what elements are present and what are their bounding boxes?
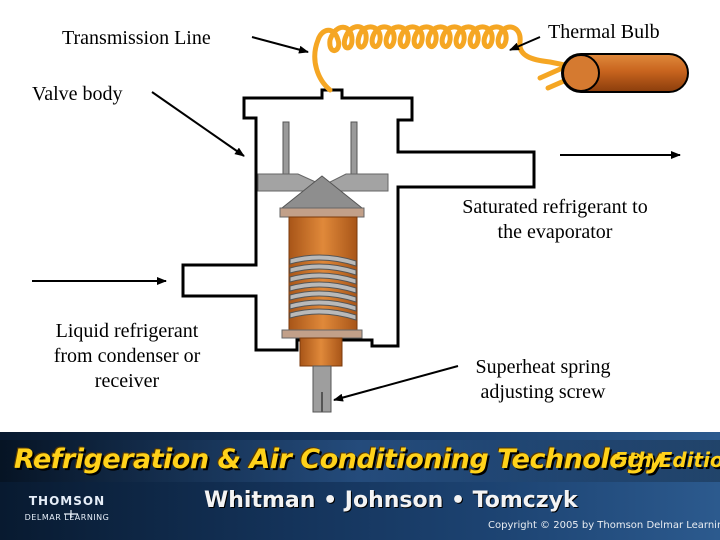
publisher-logo: THOMSON DELMAR LEARNING	[12, 494, 122, 522]
transmission-line-tube	[312, 24, 581, 93]
expansion-valve-diagram	[32, 24, 689, 413]
publisher-name: THOMSON	[28, 494, 106, 508]
label-transmission-line: Transmission Line	[62, 27, 211, 49]
label-liquid-line1: Liquid refrigerant	[55, 320, 199, 342]
label-superheat-screw: Superheat spring adjusting screw	[458, 355, 628, 405]
arrow-transmission-line	[251, 36, 309, 54]
label-liquid-refrigerant: Liquid refrigerant from condenser or rec…	[34, 319, 220, 394]
arrow-thermal-bulb	[509, 36, 541, 51]
spring-plate-top	[279, 207, 365, 218]
label-liquid-line3: receiver	[94, 370, 160, 392]
banner-authors: Whitman • Johnson • Tomczyk	[204, 488, 578, 513]
banner-title: Refrigeration & Air Conditioning Technol…	[14, 444, 664, 475]
spring-coils	[289, 254, 357, 321]
spring-plate-bottom	[281, 329, 363, 339]
arrow-superheat-screw	[333, 365, 459, 402]
banner-title-strip	[0, 440, 720, 482]
valve-body-outline	[181, 88, 536, 352]
pushrod-right	[350, 121, 358, 175]
label-superheat-line2: adjusting screw	[480, 381, 606, 403]
banner-edition: 5th Edition	[614, 448, 720, 472]
label-thermal-bulb: Thermal Bulb	[548, 21, 660, 43]
label-saturated-refrigerant: Saturated refrigerant to the evaporator	[444, 195, 666, 245]
label-valve-body: Valve body	[32, 83, 123, 105]
thermal-bulb-end	[562, 54, 600, 92]
pushrod-left	[282, 121, 290, 175]
book-banner: Refrigeration & Air Conditioning Technol…	[0, 432, 720, 540]
publisher-division: DELMAR LEARNING	[24, 513, 110, 522]
arrow-valve-body	[151, 91, 245, 157]
copyright-notice: Copyright © 2005 by Thomson Delmar Learn…	[488, 520, 720, 531]
label-superheat-line1: Superheat spring	[475, 356, 611, 378]
adjusting-nut	[299, 337, 343, 367]
label-saturated-line2: the evaporator	[497, 221, 613, 243]
label-saturated-line1: Saturated refrigerant to	[462, 196, 648, 218]
label-liquid-line2: from condenser or	[53, 345, 201, 367]
publisher-mark-icon	[64, 510, 78, 518]
